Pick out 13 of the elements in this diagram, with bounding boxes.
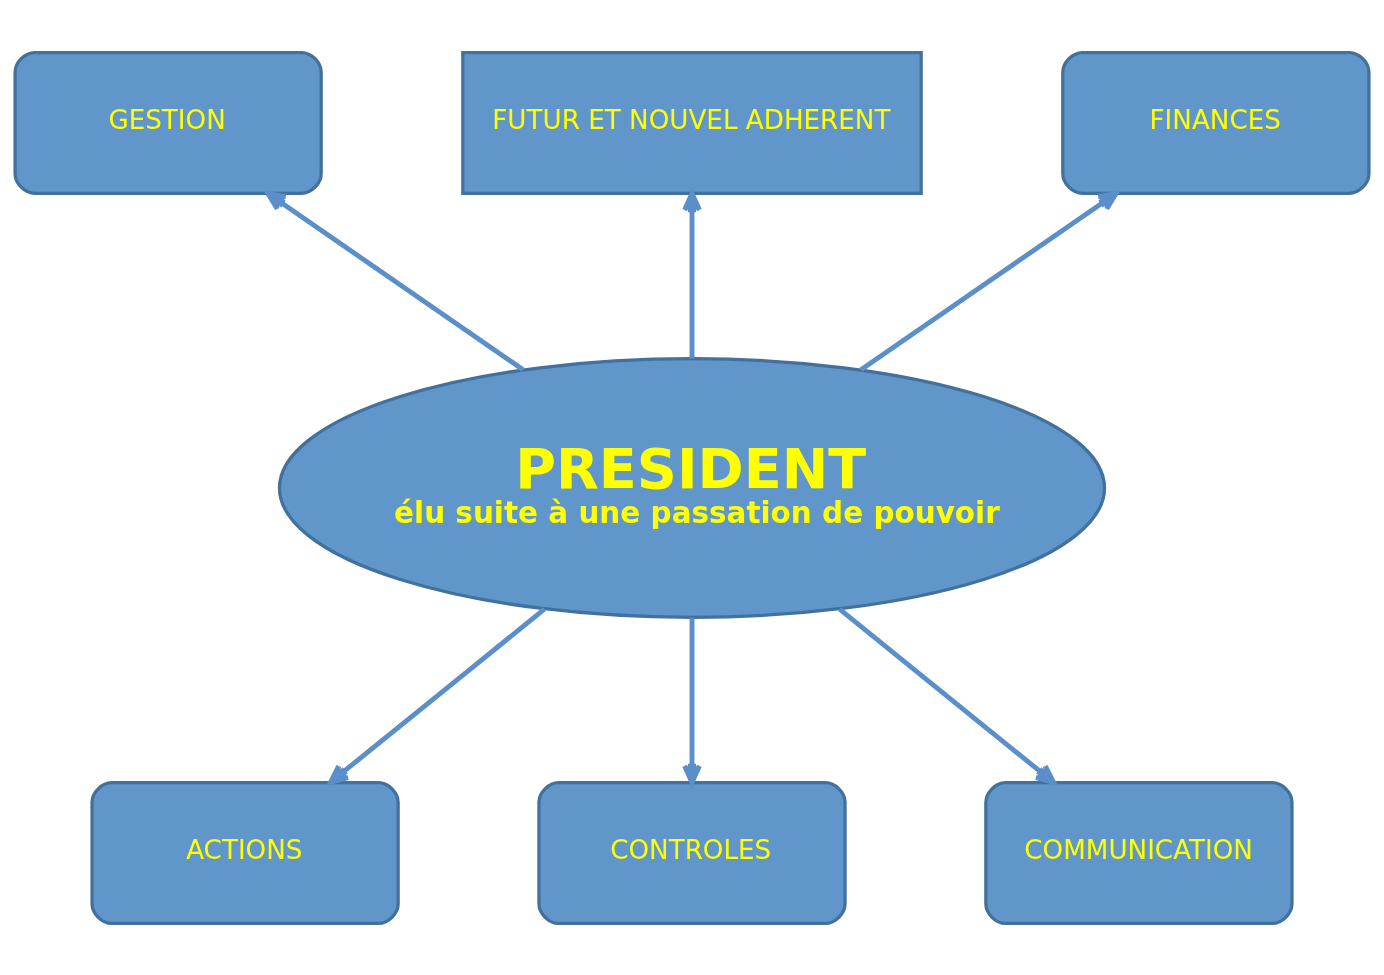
node-box: FINANCES (1061, 50, 1371, 195)
node-box: GESTION (13, 50, 323, 195)
node-ellipse: PRESIDENT élu suite à une passation de pouvoir (277, 356, 1107, 619)
arrow (682, 190, 702, 358)
node-box: ACTIONS (90, 780, 400, 925)
arrow (859, 190, 1119, 372)
node-box: FUTUR ET NOUVEL ADHERENT (461, 50, 923, 195)
arrow (838, 606, 1056, 785)
node-box: CONTROLES (537, 780, 847, 925)
arrow (265, 190, 525, 372)
node-box: COMMUNICATION (984, 780, 1294, 925)
arrow (682, 617, 702, 785)
arrow (328, 606, 546, 785)
